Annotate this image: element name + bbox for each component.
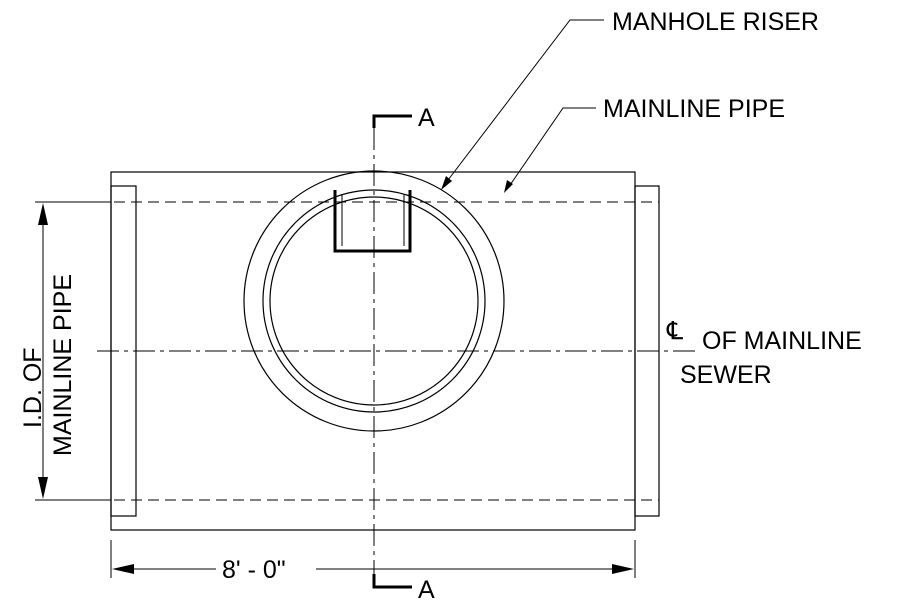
riser-middle-circle [262, 189, 486, 413]
label-length-dimension: 8' - 0" [222, 556, 286, 584]
label-id-line1: I.D. OF [19, 347, 47, 428]
label-id-line2: MAINLINE PIPE [49, 274, 77, 456]
centerline-symbol: ℄ [666, 317, 683, 345]
id-arrow-top [38, 203, 48, 225]
manhole-step [333, 190, 412, 253]
riser-inner-circle [269, 196, 479, 406]
leader-mainline-pipe-arrow [504, 180, 513, 193]
label-manhole-riser: MANHOLE RISER [612, 8, 819, 36]
label-mainline-pipe: MAINLINE PIPE [603, 95, 785, 123]
section-label-bottom: A [418, 576, 435, 602]
section-marker-top [372, 114, 412, 128]
section-label-top: A [418, 104, 435, 132]
section-marker-bottom [372, 574, 412, 589]
label-centerline-mainline: OF MAINLINE [702, 327, 862, 355]
label-sewer: SEWER [680, 361, 772, 389]
length-arrow-right [612, 564, 634, 574]
length-arrow-left [112, 564, 134, 574]
leader-mainline-pipe [507, 107, 596, 189]
id-arrow-bottom [38, 477, 48, 499]
leader-manhole-riser-arrow [441, 176, 452, 190]
leader-manhole-riser [444, 19, 604, 185]
